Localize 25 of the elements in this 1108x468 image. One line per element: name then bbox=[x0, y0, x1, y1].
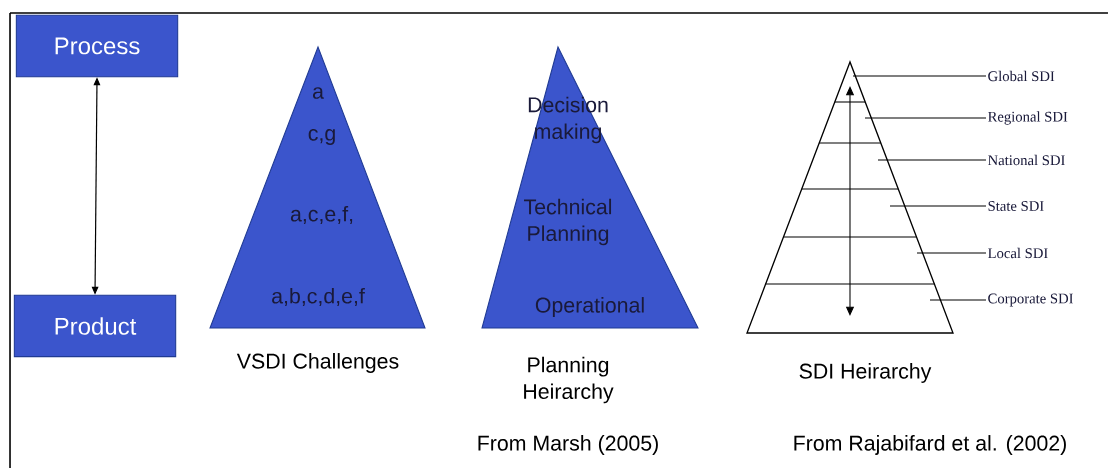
process-box: Process bbox=[15, 14, 179, 78]
level-label: Technical Planning bbox=[524, 198, 612, 246]
node-label: From Marsh (2005) bbox=[478, 435, 658, 455]
leader-line bbox=[877, 159, 987, 161]
process-box: Product bbox=[13, 294, 177, 358]
leader-line bbox=[852, 75, 987, 77]
level-label: National SDI bbox=[988, 154, 1065, 166]
leader-line bbox=[889, 205, 987, 207]
leader-line bbox=[864, 117, 987, 119]
leader-line bbox=[916, 252, 987, 254]
level-label: a,b,c,d,e,f bbox=[272, 287, 365, 307]
level-label: Regional SDI bbox=[988, 111, 1068, 125]
level-label: a,c,e,f, bbox=[290, 205, 353, 225]
level-label: a bbox=[313, 87, 324, 99]
level-label: Corporate SDI bbox=[988, 293, 1073, 307]
level-label: Operational bbox=[535, 297, 644, 317]
level-label: c,g bbox=[308, 129, 335, 145]
level-label: Global SDI bbox=[988, 70, 1055, 82]
node-label: SDI Heirarchy bbox=[799, 363, 932, 383]
level-label: State SDI bbox=[988, 201, 1044, 211]
level-label: Local SDI bbox=[988, 247, 1048, 259]
node-label: VSDI Challenges bbox=[236, 353, 399, 373]
node-label: From Rajabifard et al. (2002) bbox=[794, 435, 1066, 455]
node-label: Planning Heirarchy bbox=[524, 356, 614, 404]
leader-line bbox=[929, 299, 987, 301]
